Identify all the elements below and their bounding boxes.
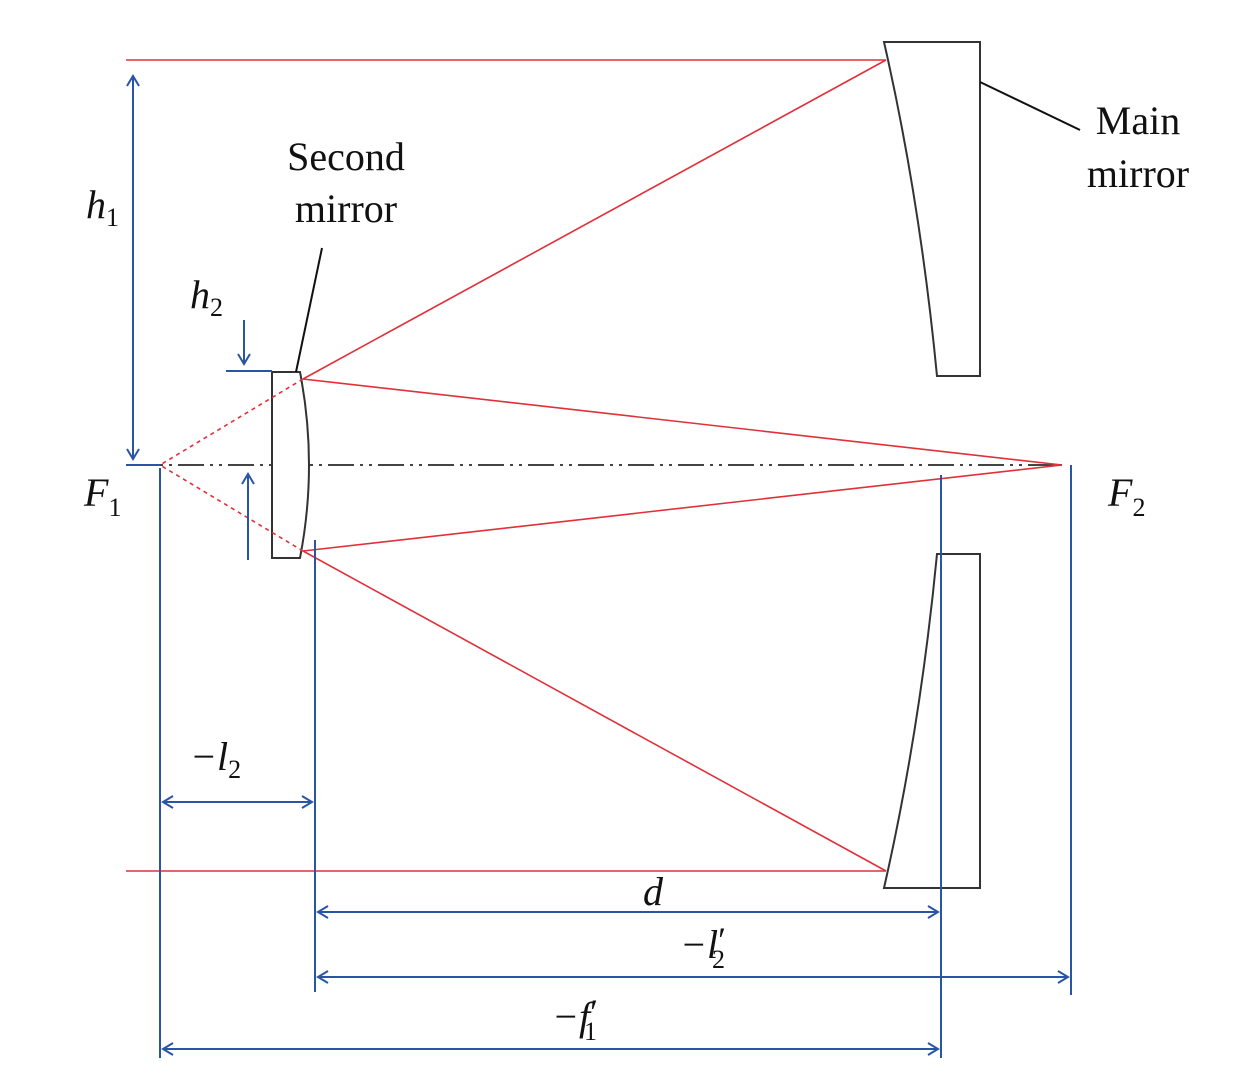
ray-main-to-second-bottom xyxy=(302,550,887,872)
main-mirror-lower xyxy=(882,553,981,889)
ray-main-to-second-top xyxy=(302,59,887,380)
main-mirror-leader xyxy=(979,81,1081,131)
second-mirror-label-line1: Second xyxy=(287,134,405,179)
f1-prime-label: −f′1 xyxy=(552,992,598,1046)
main-mirror-label-line2: mirror xyxy=(1087,151,1189,196)
h1-label: h1 xyxy=(86,182,119,232)
f1-label: F1 xyxy=(83,470,121,522)
f2-label: F2 xyxy=(1107,470,1145,522)
ray-second-to-f2-top xyxy=(302,378,1063,466)
ray-virtual-bottom xyxy=(159,464,304,552)
ray-second-to-f2-bottom xyxy=(302,464,1063,552)
dimension-lines xyxy=(126,74,1072,1058)
main-mirror-label-line1: Main xyxy=(1096,98,1180,143)
second-mirror xyxy=(271,371,310,559)
ray-virtual-top xyxy=(159,378,304,466)
ray-paths xyxy=(126,59,1063,872)
l2-prime-label: −l′2 xyxy=(680,920,726,974)
d-label: d xyxy=(643,869,664,914)
h2-label: h2 xyxy=(190,272,223,322)
main-mirror-upper xyxy=(882,41,981,377)
second-mirror-leader xyxy=(295,247,323,373)
l2-label: −l2 xyxy=(190,734,241,784)
second-mirror-label-line2: mirror xyxy=(295,186,397,231)
